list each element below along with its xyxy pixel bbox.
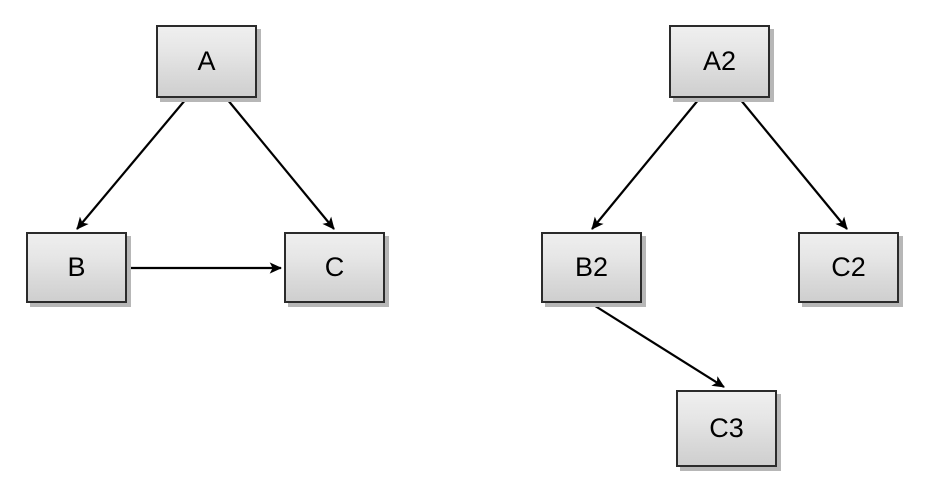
node-label-a2: A2 — [702, 46, 737, 76]
node-label-a: A — [197, 46, 216, 76]
node-label-c3: C3 — [709, 413, 744, 443]
node-a[interactable]: A — [156, 25, 257, 98]
node-a2[interactable]: A2 — [669, 25, 770, 98]
node-label-b2: B2 — [574, 252, 609, 282]
edge-a-to-c — [226, 98, 335, 230]
node-b[interactable]: B — [26, 232, 127, 303]
node-b2[interactable]: B2 — [541, 232, 642, 303]
edge-a-to-b — [76, 98, 187, 230]
node-c2[interactable]: C2 — [798, 232, 899, 303]
node-c3[interactable]: C3 — [676, 390, 777, 467]
node-label-c2: C2 — [831, 252, 866, 282]
node-label-b: B — [67, 252, 86, 282]
node-label-c: C — [324, 252, 345, 282]
edge-a2-to-b2 — [591, 98, 700, 230]
node-c[interactable]: C — [284, 232, 385, 303]
edge-a2-to-c2 — [739, 98, 848, 230]
edge-b2-to-c3 — [591, 303, 725, 388]
